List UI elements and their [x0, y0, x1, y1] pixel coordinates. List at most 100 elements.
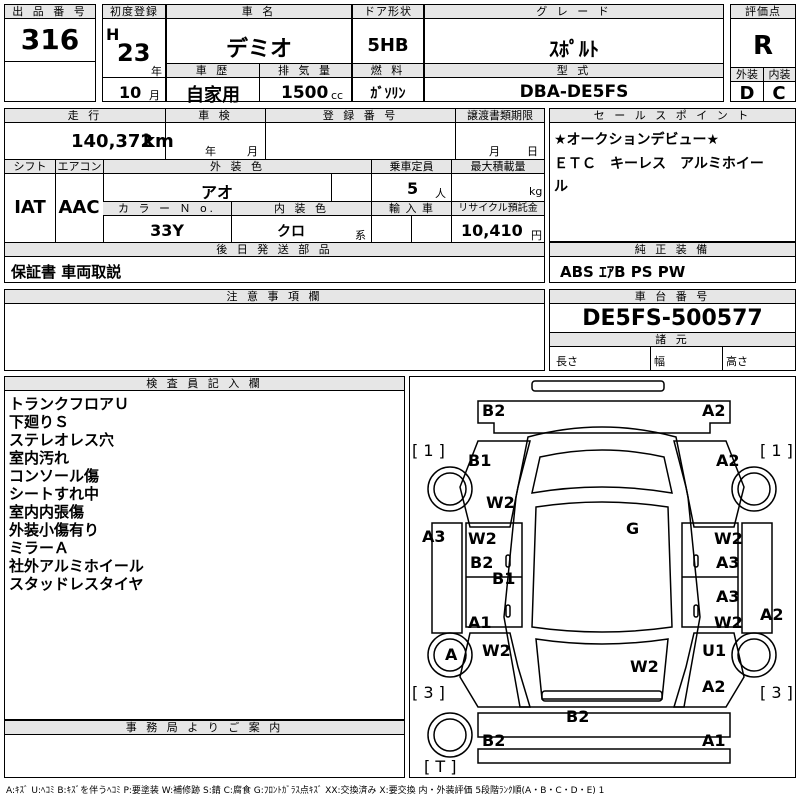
- damage-label: U1: [702, 641, 727, 660]
- width-label: 幅: [654, 355, 665, 368]
- specs-label: 諸 元: [550, 333, 795, 347]
- recycle-unit: 円: [531, 229, 542, 242]
- damage-label: B2: [470, 553, 494, 572]
- damage-label: W2: [482, 641, 511, 660]
- bracket-tail: [ T ]: [424, 757, 457, 776]
- legend: A:ｷｽﾞ U:ﾍｺﾐ B:ｷｽﾞを伴うﾍｺﾐ P:要塗装 W:補修跡 S:錆 …: [6, 786, 605, 796]
- damage-label: B2: [566, 707, 590, 726]
- recycle: 10,410: [461, 221, 523, 240]
- aircon-label: エアコン: [55, 160, 103, 174]
- damage-label: W2: [486, 493, 515, 512]
- damage-label: A1: [702, 731, 726, 750]
- car-name: デミオ: [225, 37, 292, 62]
- inspector-note: スタッドレスタイヤ: [9, 575, 144, 593]
- grade-label: グ レ ー ド: [425, 5, 723, 19]
- inspector-note: 下廻りＳ: [9, 413, 70, 431]
- displacement: 1500: [281, 83, 329, 103]
- door: 5HB: [367, 35, 409, 56]
- length-label: 長さ: [556, 355, 578, 368]
- reg-year-unit: 年: [151, 65, 162, 78]
- caution-panel: 注 意 事 項 欄: [4, 289, 545, 371]
- damage-label: W2: [714, 529, 743, 548]
- exterior-grade: D: [739, 83, 755, 104]
- import-label: 輸 入 車: [371, 202, 451, 216]
- transfer-label: 譲渡書類期限: [455, 109, 544, 123]
- later-parts-label: 後 日 発 送 部 品: [5, 243, 544, 257]
- damage-label: A2: [702, 401, 726, 420]
- equipment-panel: 純 正 装 備 ABS ｴｱB PS PW: [549, 242, 796, 283]
- door-label: ドア形状: [353, 5, 423, 19]
- capacity-label: 乗車定員: [371, 160, 451, 174]
- damage-label: W2: [468, 529, 497, 548]
- recycle-label: リサイクル預託金: [451, 202, 544, 216]
- transfer-month-unit: 月: [489, 145, 500, 158]
- reg-month-unit: 月: [149, 89, 160, 102]
- capacity-unit: 人: [435, 187, 446, 200]
- inspector-note: 外装小傷有り: [9, 521, 100, 539]
- color-no: 33Y: [150, 221, 184, 240]
- inspector-panel: 検 査 員 記 入 欄 トランクフロアＵ 下廻りＳ ステレオレス穴 室内汚れ コ…: [4, 376, 405, 720]
- chassis-number: DE5FS-500577: [582, 306, 763, 331]
- bracket-rear-left: [ 3 ]: [412, 683, 445, 702]
- car-name-label: 車 名: [167, 5, 351, 19]
- sales-point-label: セ ー ル ス ポ イ ン ト: [550, 109, 795, 123]
- chassis-panel: 車 台 番 号 DE5FS-500577 諸 元 長さ 幅 高さ: [549, 289, 796, 371]
- displacement-label: 排 気 量: [259, 64, 351, 78]
- damage-label: A3: [716, 587, 740, 606]
- first-reg-cell: 初度登録 H 23 年 10 月: [102, 4, 166, 102]
- exterior-color-label: 外 装 色: [103, 160, 371, 174]
- car-name-cell: 車 名 デミオ 車 歴 排 気 量 自家用 1500 cc: [166, 4, 352, 106]
- office-panel: 事 務 局 よ り ご 案 内: [4, 720, 405, 778]
- transfer-day-unit: 日: [527, 145, 538, 158]
- door-cell: ドア形状 5HB 燃 料 ｶﾞｿﾘﾝ: [352, 4, 424, 102]
- later-parts: 保証書 車両取説: [11, 263, 122, 281]
- office-label: 事 務 局 よ り ご 案 内: [5, 721, 404, 735]
- inspection-month-unit: 月: [247, 145, 258, 158]
- inspector-note: 社外アルミホイール: [9, 557, 144, 575]
- interior-grade-label: 内装: [763, 68, 795, 82]
- height-label: 高さ: [726, 355, 748, 368]
- score: R: [752, 31, 774, 61]
- inspector-note: ミラーＡ: [9, 539, 70, 557]
- damage-label: A3: [422, 527, 446, 546]
- damage-label: G: [626, 519, 640, 538]
- bracket-front-left: [ 1 ]: [412, 441, 445, 460]
- chassis-label: 車 台 番 号: [550, 290, 795, 304]
- history: 自家用: [186, 85, 240, 106]
- max-load-unit: kg: [529, 185, 543, 198]
- damage-label: B1: [492, 569, 516, 588]
- mileage: 140,372: [71, 131, 153, 152]
- car-diagram-panel: B2 A2 [ 1 ] [ 1 ] B1 A2 W2 G A3 W2 W2 B2…: [409, 376, 796, 778]
- reg-number-label: 登 録 番 号: [265, 109, 455, 123]
- color-no-label: カ ラ ー Ｎ o.: [103, 202, 231, 216]
- mileage-label: 走 行: [5, 109, 165, 123]
- sales-line-1: ★オークションデビュー★: [554, 132, 720, 148]
- damage-label: B2: [482, 731, 506, 750]
- damage-label: A2: [760, 605, 784, 624]
- spec-table: 走 行 車 検 登 録 番 号 譲渡書類期限 140,372 km 年 月 月 …: [4, 108, 545, 283]
- inspector-note: コンソール傷: [9, 467, 100, 485]
- history-label: 車 歴: [167, 64, 259, 78]
- model: DBA-DE5FS: [519, 82, 629, 102]
- damage-label: B2: [482, 401, 506, 420]
- aircon: AAC: [58, 197, 100, 218]
- lot-label: 出 品 番 号: [5, 5, 95, 19]
- equipment-label: 純 正 装 備: [550, 243, 795, 257]
- grade: ｽﾎﾟﾙﾄ: [549, 37, 599, 61]
- score-cell: 評価点 R 外装 内装 D C: [730, 4, 796, 104]
- damage-label: W2: [714, 613, 743, 632]
- inspection-label: 車 検: [165, 109, 265, 123]
- sales-line-2: ＥＴＣ キーレス アルミホイー: [554, 156, 764, 172]
- fuel-label: 燃 料: [353, 64, 423, 78]
- lot-number: 316: [20, 23, 80, 56]
- damage-label: W2: [630, 657, 659, 676]
- damage-label: A: [445, 645, 458, 664]
- caution-label: 注 意 事 項 欄: [5, 290, 544, 304]
- era: H: [106, 25, 120, 44]
- bracket-rear-right: [ 3 ]: [760, 683, 793, 702]
- inspector-note: 室内汚れ: [9, 449, 70, 467]
- sales-line-3: ル: [554, 179, 568, 195]
- damage-label: A2: [702, 677, 726, 696]
- exterior-grade-label: 外装: [731, 68, 763, 82]
- damage-label: A2: [716, 451, 740, 470]
